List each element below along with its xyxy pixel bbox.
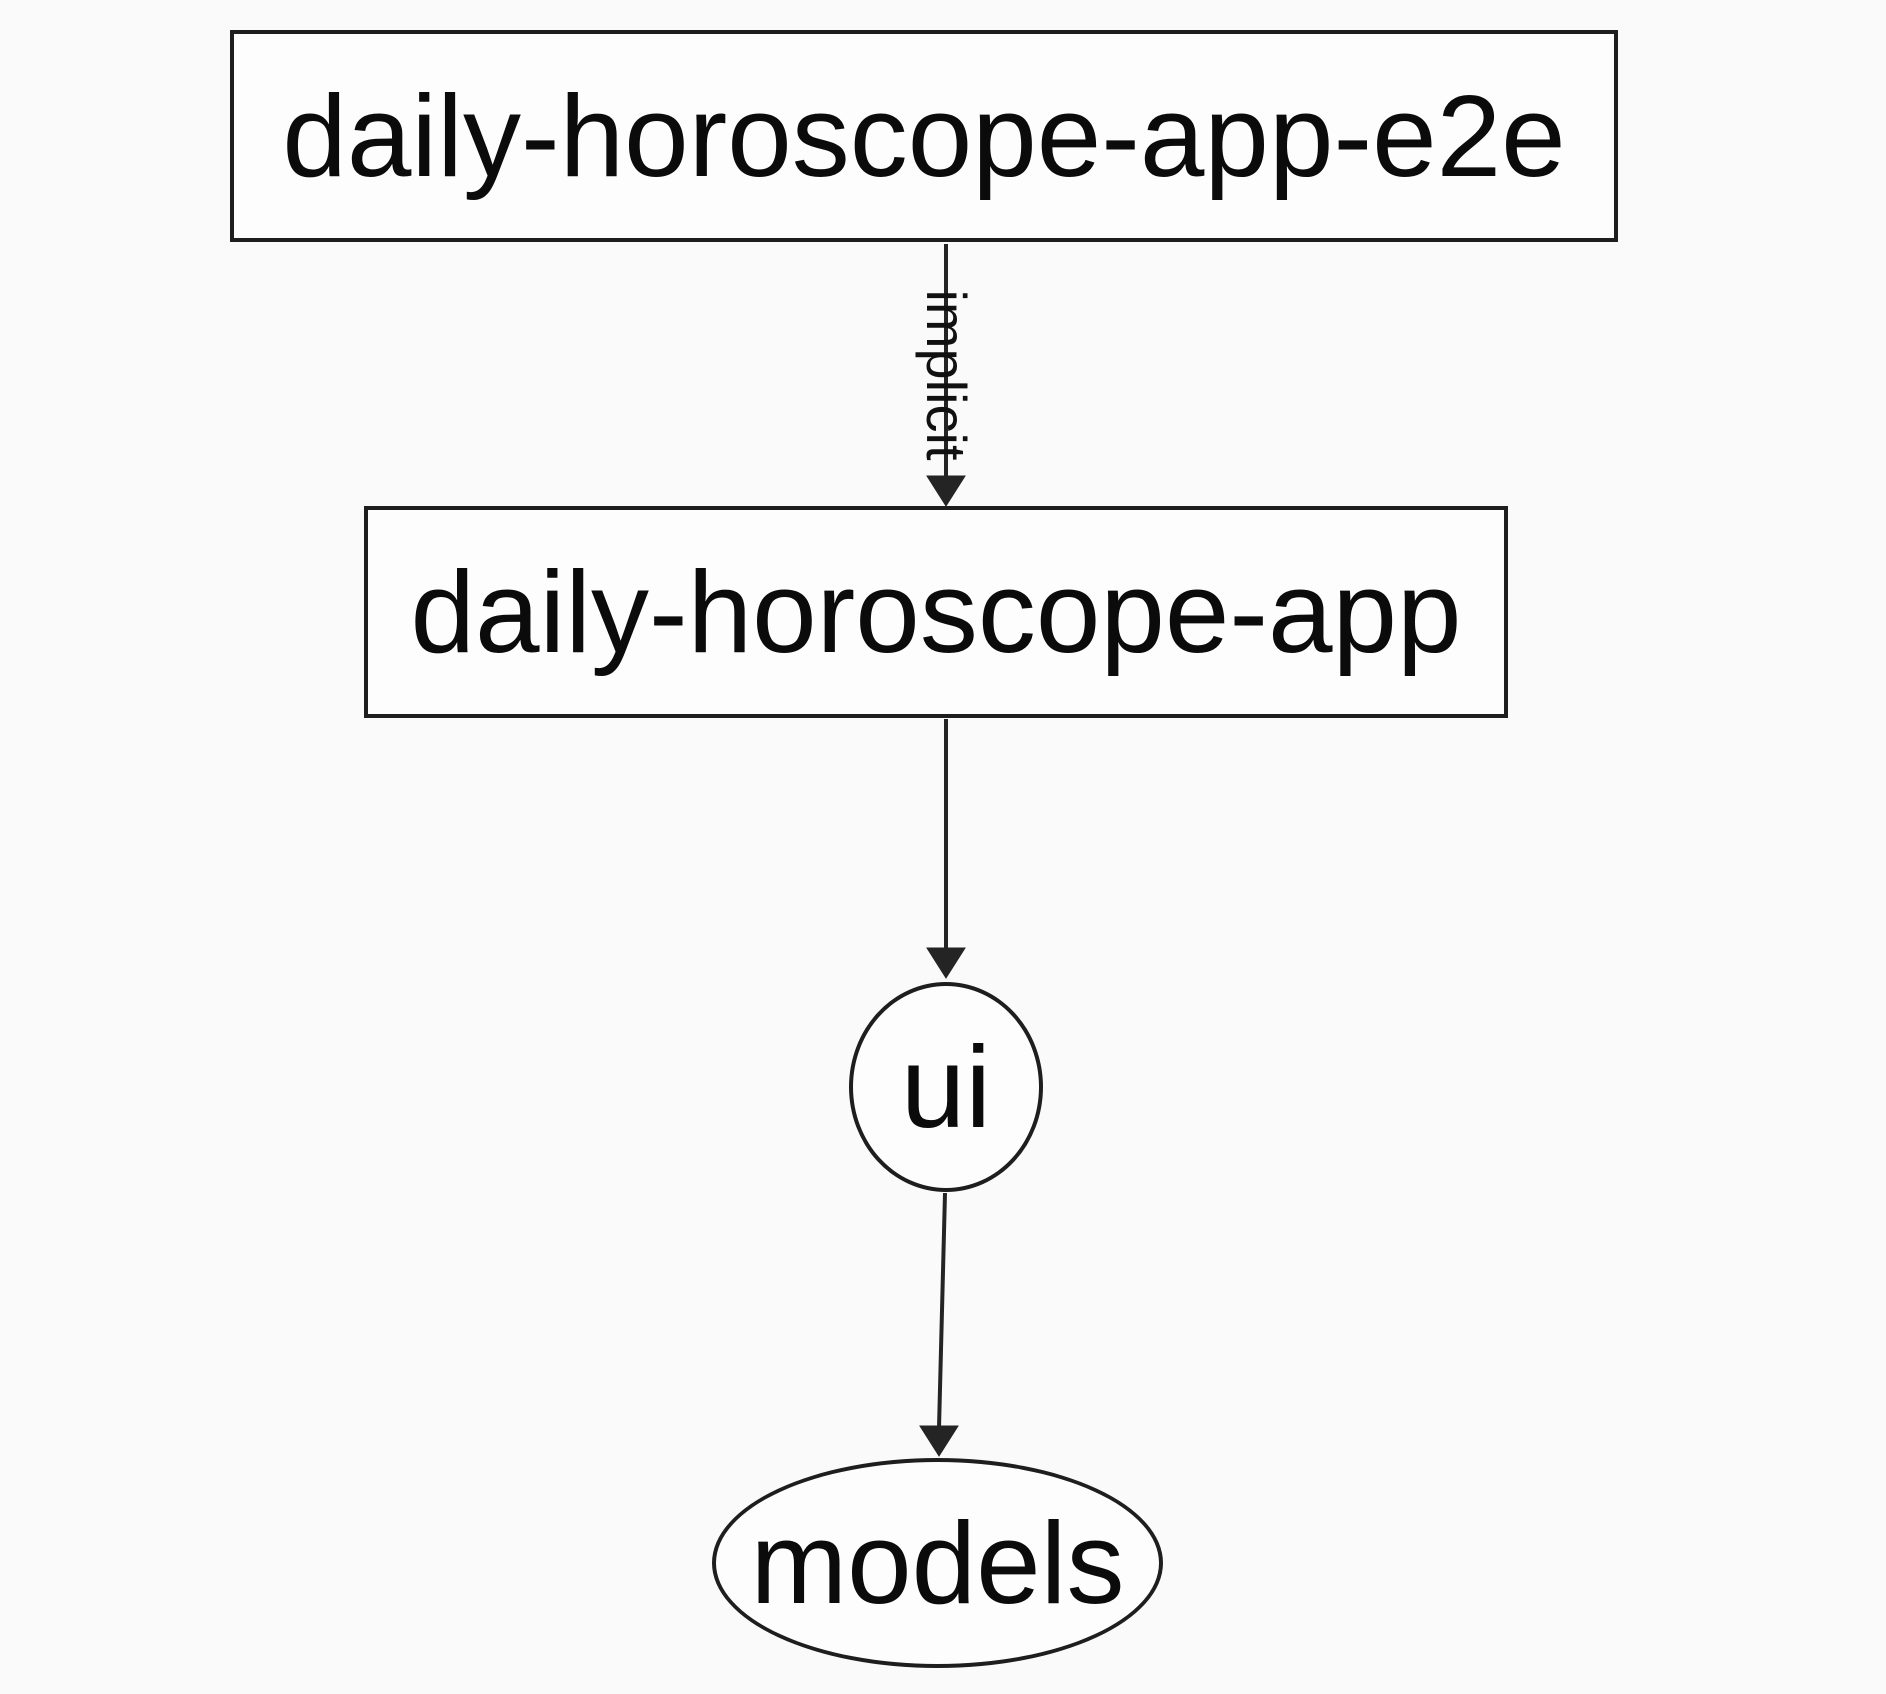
node-models[interactable]: models bbox=[712, 1458, 1163, 1668]
node-daily-horoscope-app-e2e[interactable]: daily-horoscope-app-e2e bbox=[230, 30, 1618, 242]
node-label: models bbox=[750, 1498, 1125, 1628]
edge-line bbox=[937, 1192, 947, 1429]
edge-label-implicit: implicit bbox=[915, 289, 978, 461]
node-ui[interactable]: ui bbox=[849, 982, 1043, 1192]
node-daily-horoscope-app[interactable]: daily-horoscope-app bbox=[364, 506, 1508, 718]
edge-ui-to-models bbox=[919, 1192, 959, 1457]
edge-app-to-ui bbox=[926, 719, 966, 979]
edge-e2e-to-app bbox=[926, 244, 966, 507]
node-label: daily-horoscope-app bbox=[410, 547, 1462, 677]
arrowhead-icon bbox=[919, 1425, 959, 1457]
arrowhead-icon bbox=[926, 947, 966, 979]
node-label: daily-horoscope-app-e2e bbox=[282, 71, 1566, 201]
node-label: ui bbox=[900, 1022, 992, 1152]
arrowhead-icon bbox=[926, 475, 966, 507]
